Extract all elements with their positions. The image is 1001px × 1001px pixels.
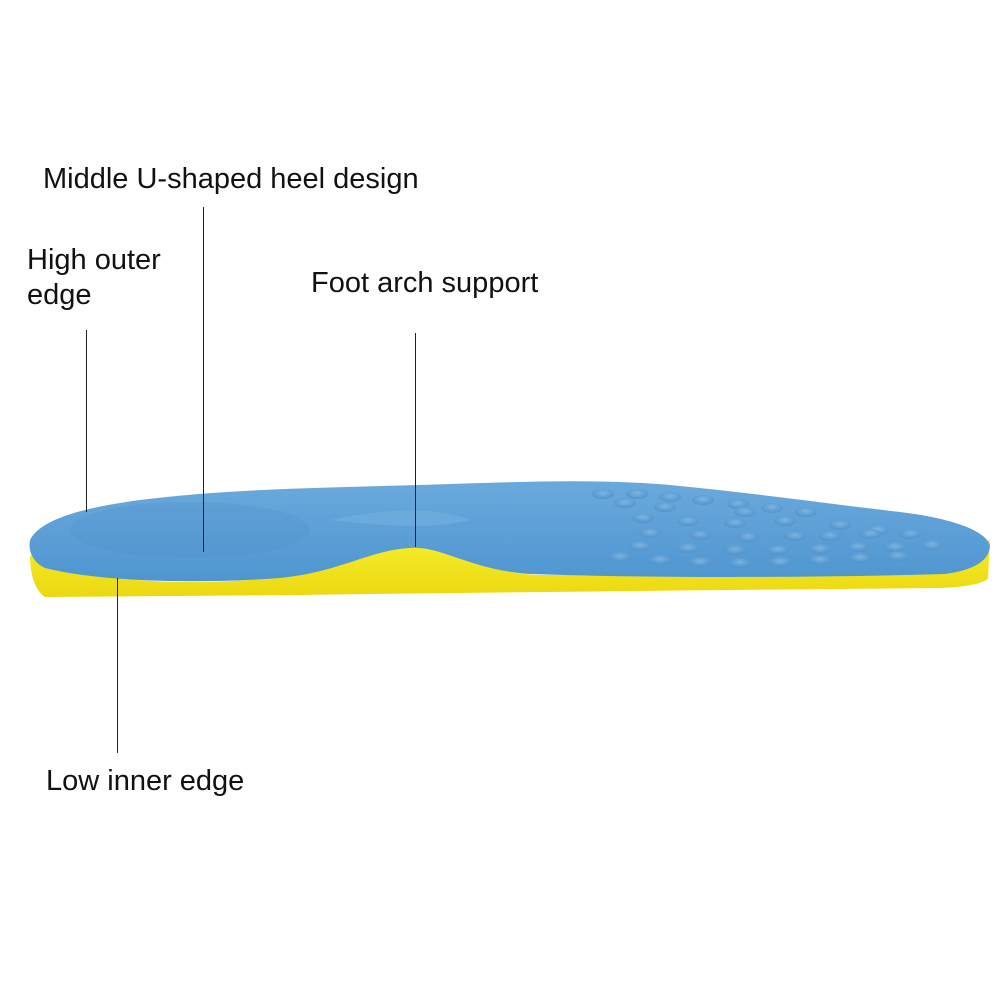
leader-line-heel-design xyxy=(203,207,204,552)
label-outer-edge-line2: edge xyxy=(27,279,92,311)
leader-line-arch-support xyxy=(415,333,416,547)
leader-line-inner-edge xyxy=(117,578,118,753)
label-arch-support: Foot arch support xyxy=(311,267,539,299)
label-outer-edge: High outer edge xyxy=(27,243,161,313)
insole-top-layer xyxy=(29,481,991,582)
massage-dimples xyxy=(592,489,943,568)
insole-base-layer xyxy=(30,540,990,597)
leader-line-outer-edge xyxy=(86,330,87,512)
label-outer-edge-line1: High outer xyxy=(27,244,161,276)
label-inner-edge: Low inner edge xyxy=(46,765,245,797)
label-heel-design: Middle U-shaped heel design xyxy=(43,163,419,195)
